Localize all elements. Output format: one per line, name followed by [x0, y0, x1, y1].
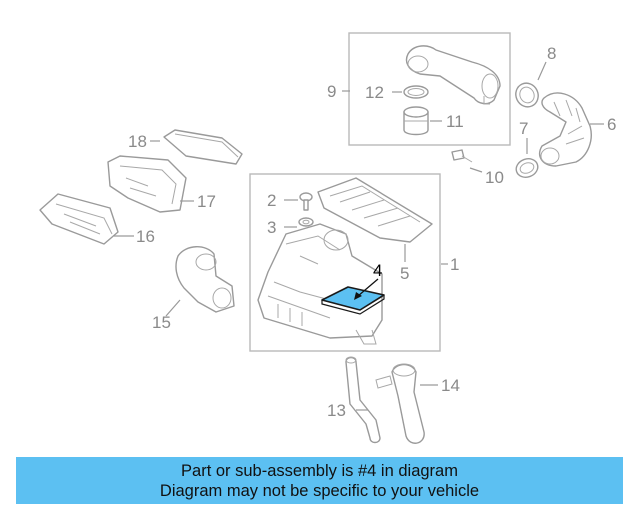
part-3-grommet[interactable]: [284, 217, 314, 228]
group-frame-intake-hose: [348, 32, 511, 146]
callout-4: 4: [373, 261, 382, 280]
part-11-sleeve[interactable]: [403, 106, 442, 136]
part-14-hose[interactable]: [375, 363, 438, 444]
callout-17: 17: [197, 192, 216, 211]
callout-13: 13: [327, 401, 346, 420]
callout-2: 2: [267, 191, 276, 210]
part-9-intake-hose[interactable]: [342, 45, 501, 105]
group-frame-air-cleaner: [249, 173, 441, 352]
part-16-air-duct[interactable]: [39, 193, 134, 245]
callout-16: 16: [136, 227, 155, 246]
callout-3: 3: [267, 218, 276, 237]
part-7-clamp[interactable]: [514, 138, 541, 180]
callout-9: 9: [327, 82, 336, 101]
callout-7: 7: [519, 119, 528, 138]
part-12-clamp[interactable]: [392, 85, 429, 99]
callout-10: 10: [485, 168, 504, 187]
callout-14: 14: [441, 376, 460, 395]
part-6-intake-hose[interactable]: [538, 92, 604, 167]
callout-5: 5: [400, 264, 409, 283]
part-17-air-guide[interactable]: [107, 155, 194, 213]
part-18-intake-cover[interactable]: [150, 129, 243, 165]
callout-11: 11: [446, 112, 464, 131]
callout-18: 18: [128, 132, 147, 151]
callout-1: 1: [450, 255, 459, 274]
info-banner: Part or sub-assembly is #4 in diagram Di…: [16, 457, 623, 504]
banner-line-1: Part or sub-assembly is #4 in diagram: [181, 462, 458, 480]
part-4-air-filter[interactable]: [321, 278, 385, 315]
callout-8: 8: [547, 44, 556, 63]
callout-12: 12: [365, 83, 384, 102]
banner-line-2: Diagram may not be specific to your vehi…: [159, 482, 480, 500]
part-2-screw[interactable]: [284, 192, 313, 211]
callout-6: 6: [607, 115, 616, 134]
part-15-intake-elbow[interactable]: [165, 246, 235, 317]
callout-15: 15: [152, 313, 171, 332]
part-10-bolt[interactable]: [451, 149, 483, 173]
part-5-cover[interactable]: [317, 177, 433, 262]
part-13-hose[interactable]: [345, 356, 381, 444]
part-1-housing[interactable]: [257, 223, 448, 345]
part-8-clamp[interactable]: [512, 61, 547, 111]
